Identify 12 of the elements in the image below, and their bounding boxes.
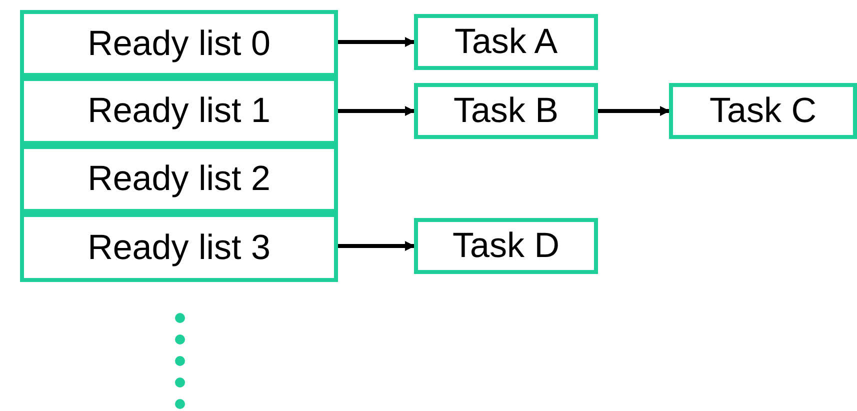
arrow: [598, 106, 670, 116]
task-box: Task D: [414, 218, 598, 274]
arrow: [338, 241, 415, 251]
task-box: Task C: [669, 83, 857, 139]
ready-list-box: Ready list 3: [20, 213, 338, 282]
arrow: [338, 106, 415, 116]
ready-list-box: Ready list 1: [20, 77, 338, 145]
ready-list-box: Ready list 2: [20, 145, 338, 213]
task-box: Task B: [414, 83, 598, 139]
arrow: [338, 37, 415, 47]
task-box: Task A: [414, 14, 598, 70]
ready-list-box: Ready list 0: [20, 10, 338, 77]
